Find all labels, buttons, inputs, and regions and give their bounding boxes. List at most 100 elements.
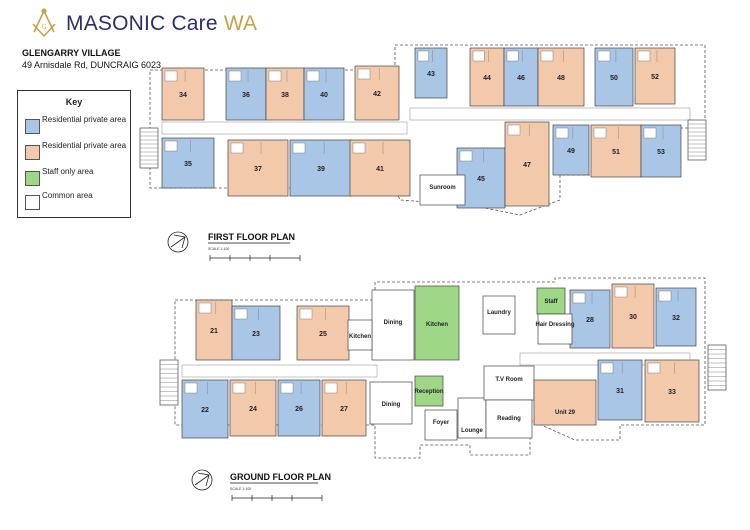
unit-label: 52 [651,74,659,81]
unit-label: 50 [610,75,618,82]
legend-title: Key [65,97,83,107]
unit-label: 37 [254,166,262,173]
room-label: Reading [497,416,521,422]
unit-29: Unit 29 [533,379,597,426]
unit-label: 51 [612,149,620,156]
hair-dressing: Hair Dressing [535,313,575,345]
ground-floor-scale: SCALE 1:100 [230,487,251,491]
unit-49: 49 [552,124,590,176]
north-arrow-icon [167,231,189,253]
room-label: Staff [544,299,558,305]
stairwell [159,359,179,406]
room-label: Kitchen [426,322,448,328]
svg-text:G: G [41,23,46,31]
unit-label: 30 [629,314,637,321]
room-label: Lounge [461,428,483,434]
tv-room: T.V Room [483,365,535,401]
unit-label: 43 [427,71,435,78]
village-address: 49 Arnisdale Rd, DUNCRAIG 6023 [22,60,162,70]
sunroom: Sunroom [419,174,466,206]
unit-label: 35 [184,161,192,168]
legend-label: Common area [42,191,93,200]
legend-label: Residential private area [42,115,127,124]
legend-item-common: Common area [25,191,129,217]
lounge: Lounge [457,397,487,439]
unit-label: 22 [201,407,209,414]
unit-label: 36 [242,92,250,99]
unit-label: 48 [557,75,565,82]
unit-52: 52 [634,47,676,105]
stairwell [707,344,727,391]
kitchenette: Kitchen [347,319,373,351]
room-label: Kitchen [349,334,371,340]
legend-swatch [25,119,40,134]
reading-room: Reading [485,399,533,439]
legend-item-residential-peach: Residential private area [25,141,129,167]
unit-51: 51 [590,124,642,178]
legend-item-residential-blue: Residential private area [25,115,129,141]
legend-swatch [25,195,40,210]
unit-label: 44 [483,75,491,82]
unit-label: 28 [586,317,594,324]
unit-label: 41 [376,166,384,173]
room-label: Hair Dressing [535,322,574,328]
stairwell [139,127,159,169]
first-floor-scale: SCALE 1:100 [208,247,229,251]
unit-25: 25 [296,305,350,361]
ground-floor-title: GROUND FLOOR PLAN [230,472,331,482]
room-label: Foyer [433,420,450,426]
room-label: Dining [382,402,401,408]
unit-41: 41 [349,139,411,197]
unit-23: 23 [231,305,281,361]
north-arrow-icon [191,469,213,491]
unit-39: 39 [289,139,353,197]
laundry: Laundry [482,295,516,335]
unit-28: 28 [569,289,611,349]
square-and-compasses-icon: G [32,8,56,38]
scale-bar [231,495,323,501]
room-label: Reception [414,389,443,395]
unit-label: 26 [295,406,303,413]
stairwell [687,119,707,161]
unit-label: 47 [523,162,531,169]
unit-40: 40 [303,67,345,121]
legend-key: Key Residential private area Residential… [17,90,131,218]
unit-35: 35 [161,137,215,189]
legend-swatch [25,145,40,160]
unit-38: 38 [265,67,305,121]
room-label: T.V Room [495,377,522,383]
unit-21: 21 [195,299,233,361]
unit-30: 30 [611,283,655,349]
brand-name: MASONIC Care WA [66,12,257,36]
reception: Reception [414,375,444,407]
legend-item-staff: Staff only area [25,167,129,193]
unit-50: 50 [594,47,634,107]
dining-room-bottom: Dining [369,381,413,425]
unit-43: 43 [414,47,448,99]
unit-label: 53 [657,149,665,156]
room-label: Laundry [487,310,511,316]
brand-suffix: WA [223,12,258,35]
kitchen: Kitchen [414,285,460,361]
legend-label: Residential private area [42,141,127,150]
unit-47: 47 [504,121,550,207]
dining-room-top: Dining [371,289,415,361]
unit-label: 49 [567,148,575,155]
room-label: Sunroom [429,185,455,191]
legend-label: Staff only area [42,167,94,176]
unit-label: 39 [317,166,325,173]
unit-44: 44 [469,47,505,107]
unit-24: 24 [229,379,277,437]
unit-27: 27 [321,379,367,437]
unit-label: 42 [373,91,381,98]
unit-46: 46 [503,47,539,107]
unit-label: 23 [252,331,260,338]
unit-label: 21 [210,328,218,335]
unit-label: 31 [616,388,624,395]
unit-37: 37 [227,139,289,197]
unit-label: 25 [319,331,327,338]
unit-label: 45 [477,176,485,183]
unit-31: 31 [597,359,643,421]
